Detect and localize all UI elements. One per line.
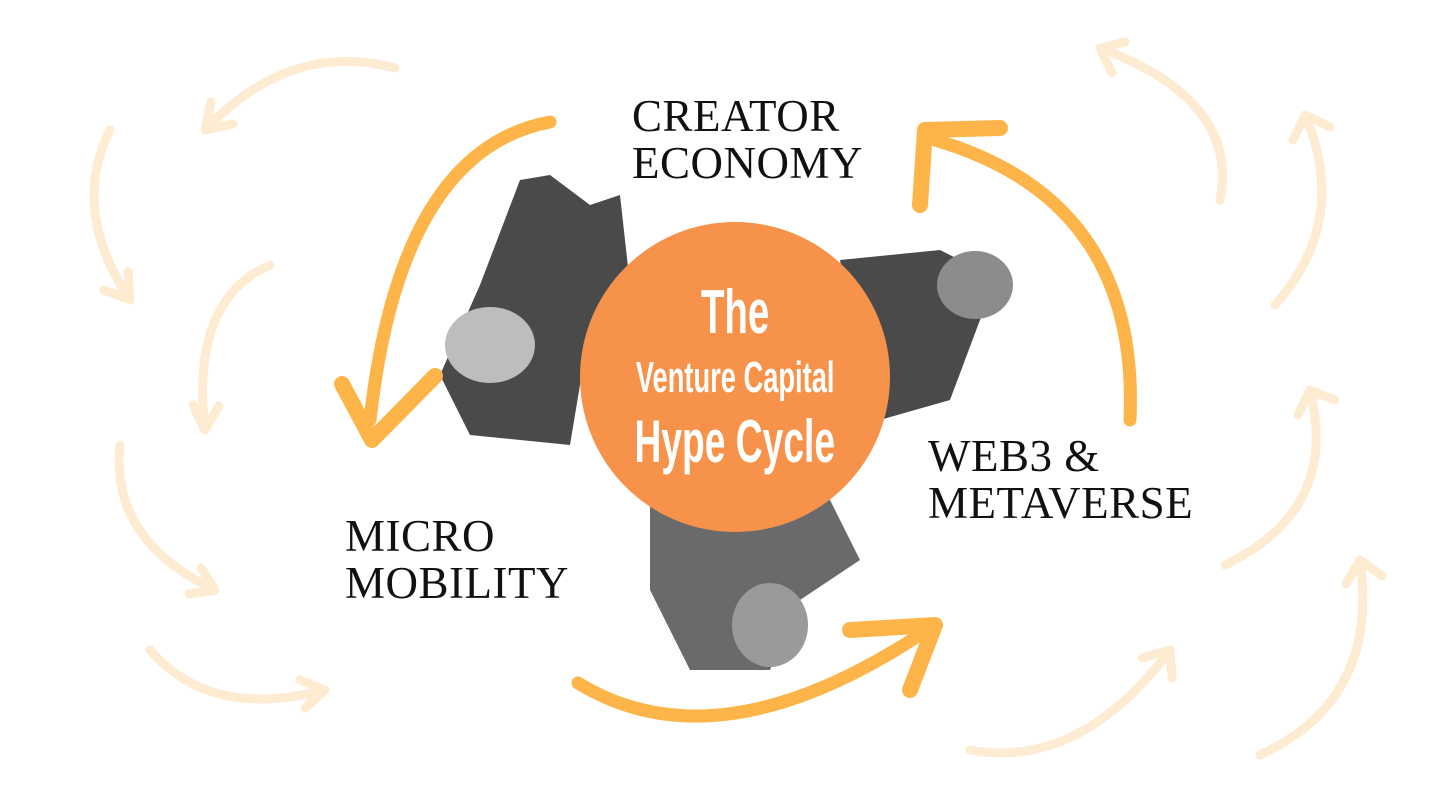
stage-label-line: METAVERSE [928,478,1194,528]
arrow-web3-to-creator-icon [928,133,1137,427]
cycle-arrows [334,115,1137,723]
faded-arrow-icon [1095,37,1227,205]
stage-label-line: MOBILITY [345,558,569,608]
center-circle [580,222,890,532]
person-bottom-face [732,583,808,667]
faded-arrow-icon [145,645,330,713]
title-line-3: Hype Cycle [634,408,836,475]
stage-label-line: ECONOMY [632,138,864,188]
stage-web3-metaverse: WEB3 & METAVERSE [928,433,1193,527]
arrow-creator-to-micro-icon [363,115,557,427]
faded-arrow-icon [1255,555,1387,760]
stage-label-line: MICRO [345,511,496,561]
tiger-mask [937,251,1013,319]
person-left-face [445,307,535,383]
faded-arrow-icon [114,440,220,599]
faded-arrow-icon [1270,110,1335,310]
title-line-2: Venture Capital [635,353,835,402]
person-bottom-photo [650,500,860,670]
photo-collage [440,175,1013,670]
faded-arrow-icon [200,56,400,135]
faded-arrow-icon [188,260,275,435]
stage-micro-mobility: MICRO MOBILITY [345,513,569,607]
stage-label-line: CREATOR [632,91,840,141]
faded-arrows [89,37,1387,760]
arrow-micro-to-web3-icon [571,621,937,723]
diagram-title: The Venture Capital Hype Cycle [580,222,890,532]
faded-arrow-icon [1220,385,1340,570]
stage-creator-economy: CREATOR ECONOMY [632,93,863,187]
faded-arrow-icon [89,125,135,305]
title-line-1: The [700,278,770,347]
faded-arrow-icon [965,645,1177,758]
stage-label-line: WEB3 & [928,431,1100,481]
